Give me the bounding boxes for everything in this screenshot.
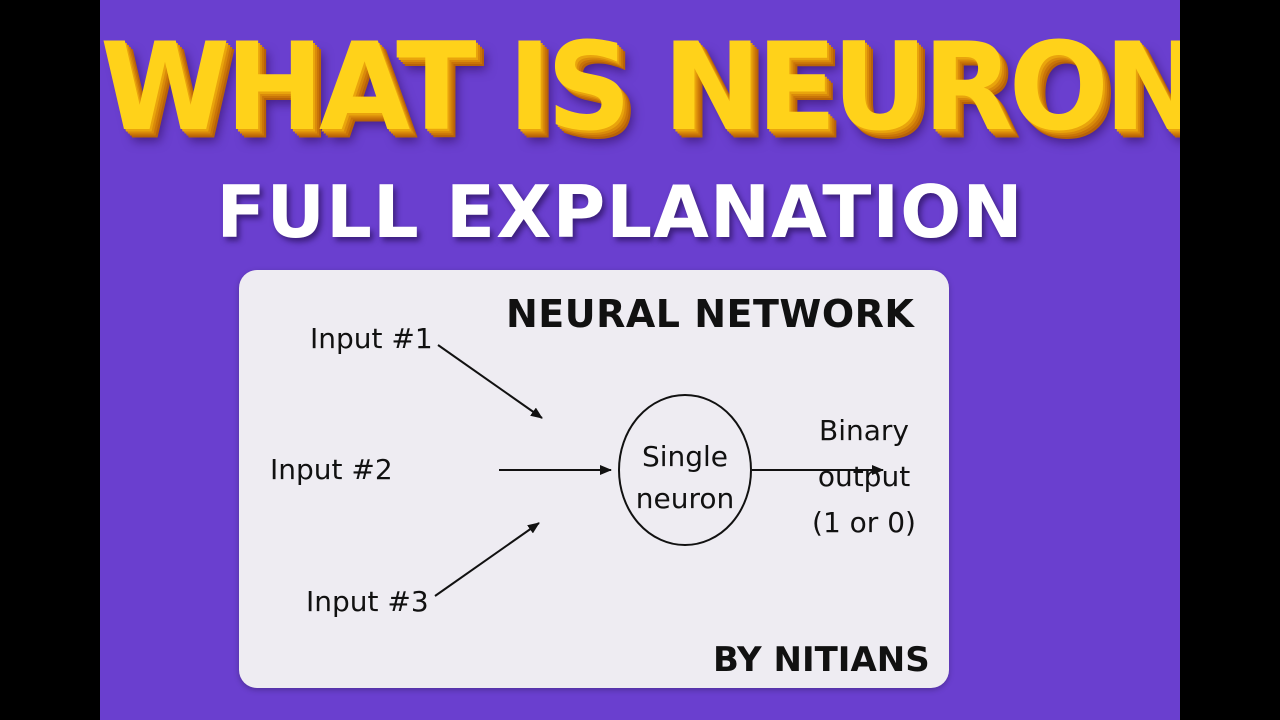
output-label: Binary output (1 or 0) — [787, 408, 941, 546]
input-3-label: Input #3 — [306, 585, 429, 618]
arrow-input-3 — [434, 522, 540, 597]
output-label-line2: output — [817, 460, 911, 493]
credit-byline: BY NITIANS — [713, 640, 930, 680]
neural-network-diagram-card: NEURAL NETWORK Input #1 Input #2 Input #… — [239, 270, 949, 688]
thumbnail-canvas: WHAT IS NEURON? FULL EXPLANATION NEURAL … — [100, 0, 1180, 720]
neuron-circle — [618, 394, 752, 546]
left-letterbox — [0, 0, 100, 720]
neuron-label-line1: Single — [641, 440, 729, 473]
input-1-label: Input #1 — [310, 322, 433, 355]
arrow-input-1 — [437, 344, 543, 419]
diagram-title: NEURAL NETWORK — [506, 292, 915, 336]
diagram-svg — [434, 344, 884, 597]
neuron-label: Single neuron — [620, 436, 750, 520]
input-2-label: Input #2 — [270, 453, 393, 486]
right-letterbox — [1180, 0, 1280, 720]
neuron-label-line2: neuron — [635, 482, 735, 515]
output-label-line3: (1 or 0) — [812, 506, 916, 539]
output-label-line1: Binary — [819, 414, 909, 447]
headline: WHAT IS NEURON? — [100, 15, 1180, 159]
subheadline: FULL EXPLANATION — [216, 170, 1024, 254]
